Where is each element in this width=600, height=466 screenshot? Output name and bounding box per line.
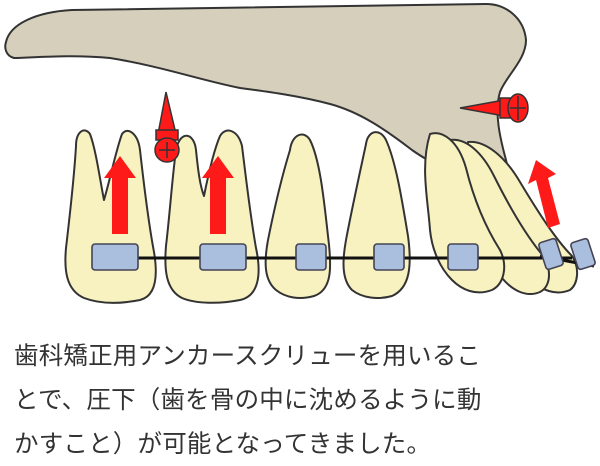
- caption-line-2: とで、圧下（歯を骨の中に沈めるように動: [14, 385, 482, 414]
- bracket-3: [295, 243, 327, 271]
- bracket-1: [91, 243, 139, 271]
- bracket-2: [199, 243, 247, 271]
- bracket-4: [373, 243, 405, 271]
- intrusion-arrow-icon: [104, 156, 136, 234]
- caption-text: 歯科矯正用アンカースクリューを用いるこ とで、圧下（歯を骨の中に沈めるように動 …: [14, 334, 590, 466]
- dental-intrusion-diagram: [4, 2, 596, 304]
- bracket-7: [570, 237, 596, 271]
- tooth-molar-1: [424, 132, 506, 294]
- tooth-4: [342, 131, 411, 299]
- tooth-3: [264, 133, 332, 299]
- intrusion-arrow-icon: [528, 160, 560, 228]
- anchor-screw-icon: [459, 93, 529, 123]
- intrusion-arrow-icon: [202, 156, 234, 234]
- caption-line-1: 歯科矯正用アンカースクリューを用いるこ: [14, 341, 482, 370]
- anchor-screw-icon: [154, 91, 180, 163]
- bracket-6: [538, 237, 564, 271]
- bracket-5: [447, 243, 479, 271]
- caption-line-3: かすこと）が可能となってきました。: [14, 429, 432, 458]
- tooth-1: [64, 129, 157, 304]
